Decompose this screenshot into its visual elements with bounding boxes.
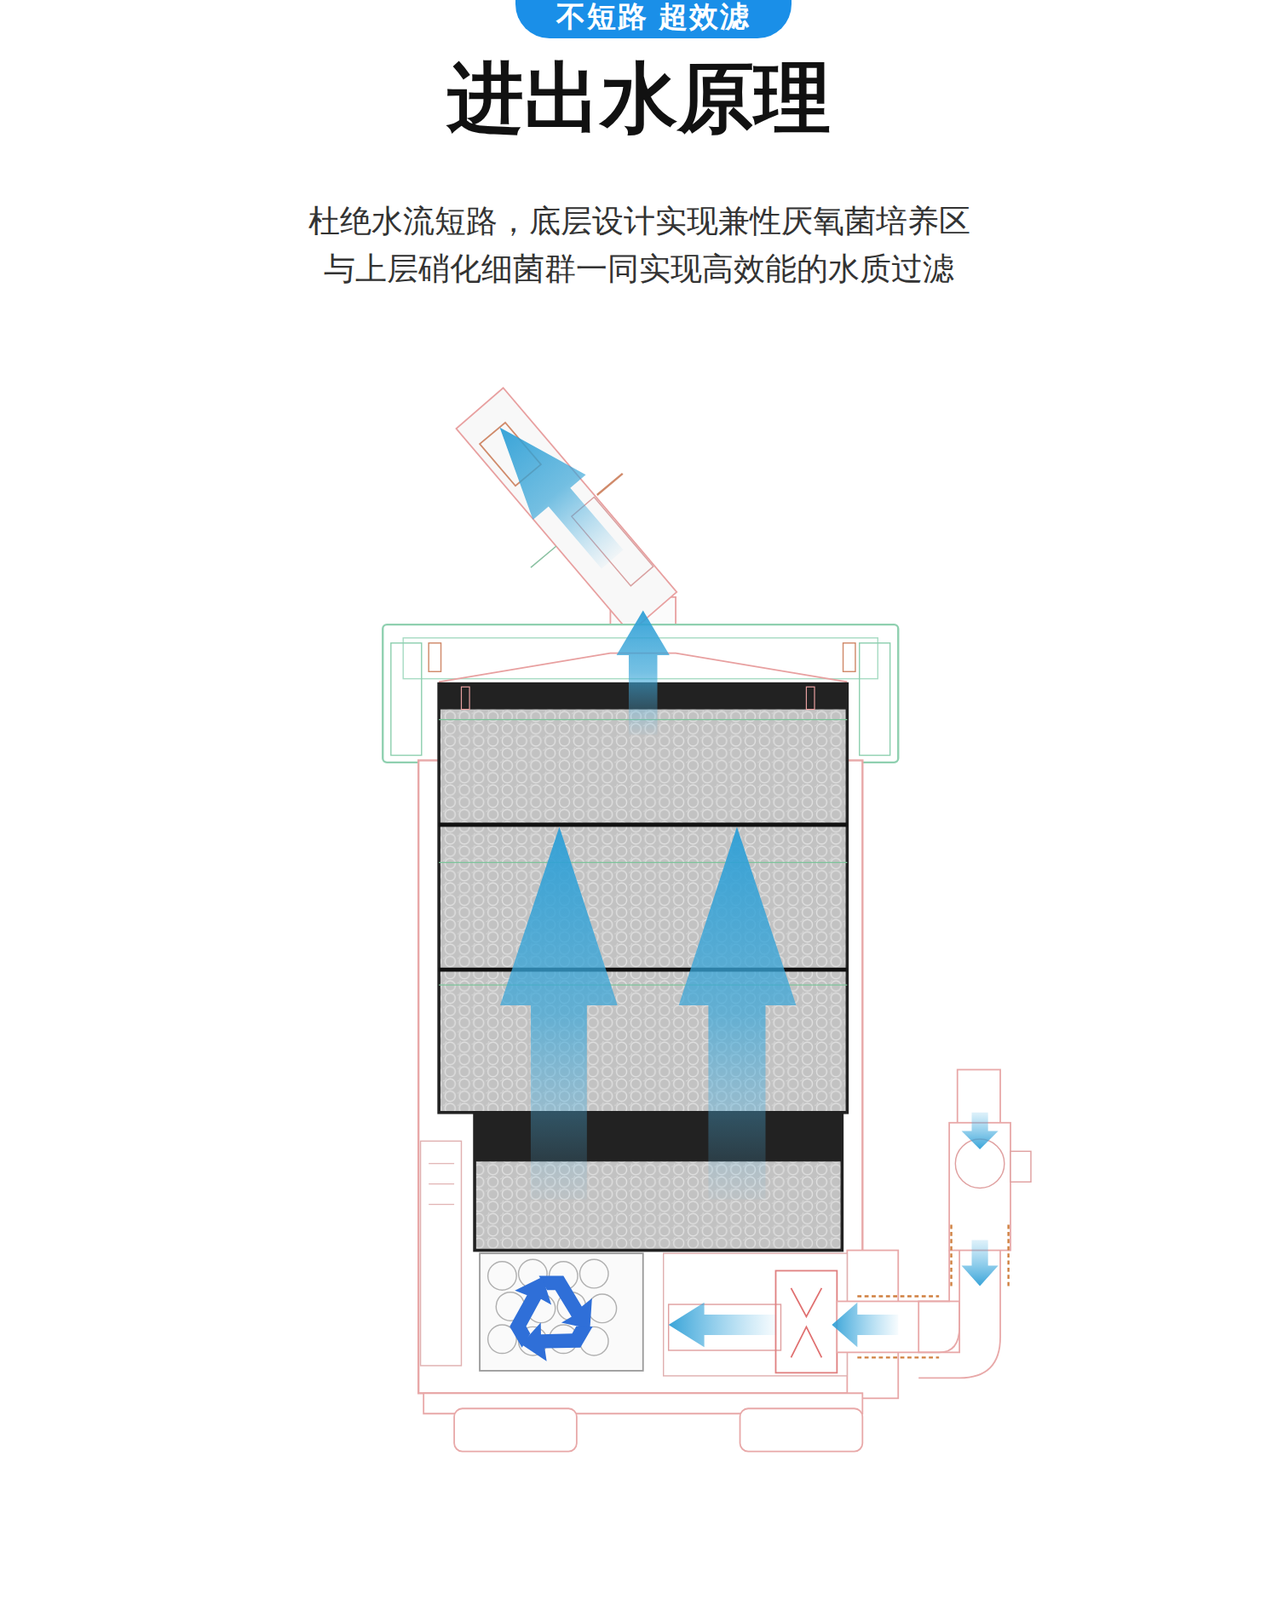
- subtitle-line: 与上层硝化细菌群一同实现高效能的水质过滤: [323, 250, 955, 288]
- banner-pill: 不短路 超效滤: [515, 0, 791, 39]
- page-title: 进出水原理: [447, 56, 831, 141]
- subtitle-line: 杜绝水流短路，底层设计实现兼性厌氧菌培养区: [308, 202, 971, 241]
- recycle-symbol: [495, 1275, 593, 1373]
- banner-text: 不短路 超效滤: [556, 0, 750, 34]
- filter-media: [438, 684, 847, 1251]
- flow-arrows: [500, 610, 999, 1348]
- bio-chamber: [479, 1253, 847, 1376]
